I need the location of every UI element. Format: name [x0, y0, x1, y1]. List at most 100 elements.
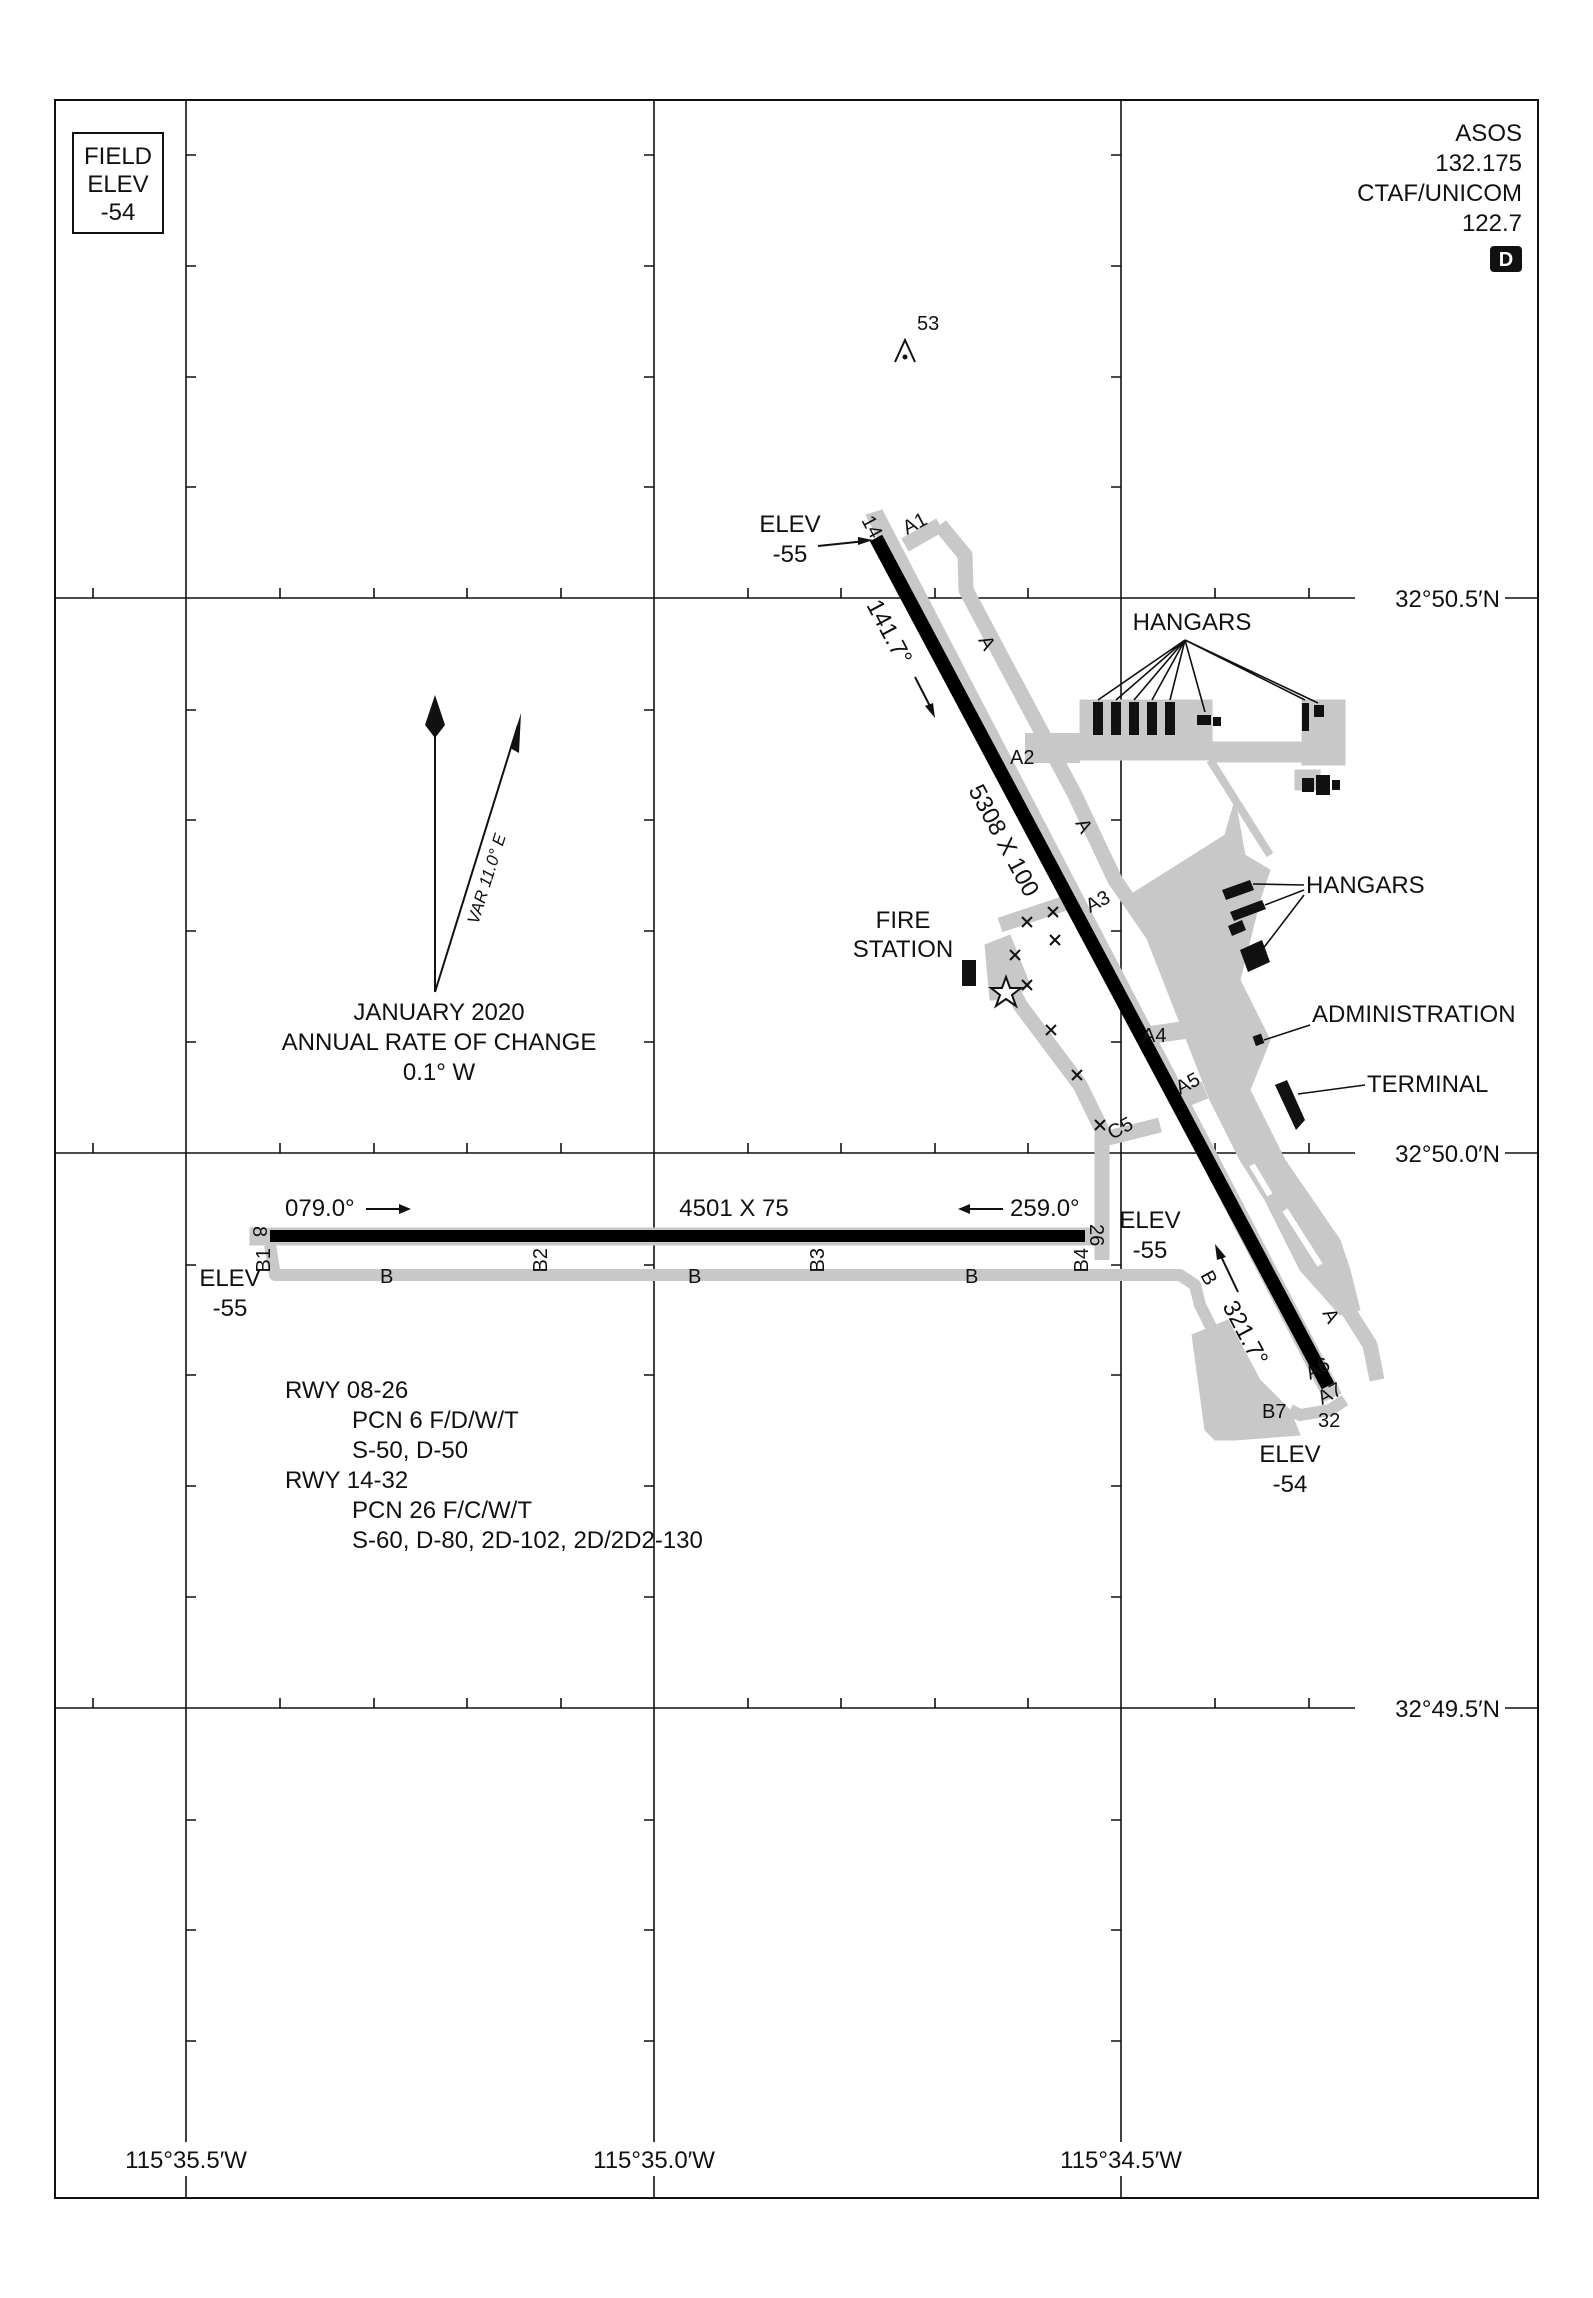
- pavement: [249, 509, 1385, 1441]
- graticule: [55, 100, 1538, 2198]
- hangars-label-mid: HANGARS: [1306, 872, 1425, 899]
- taxiway-c: [998, 971, 1110, 1150]
- hangar-building: [1316, 775, 1330, 795]
- hangar-building: [1213, 717, 1221, 726]
- main-apron: [1129, 799, 1361, 1316]
- taxiway-label-b1: B1: [253, 1248, 275, 1272]
- hangar-building: [1129, 702, 1139, 735]
- hangar-building: [1332, 780, 1340, 790]
- taxiway-a5: [1176, 1081, 1209, 1109]
- datalink-badge: [1490, 246, 1522, 272]
- hangar-building: [1111, 702, 1121, 735]
- terminal-building: [1275, 1080, 1305, 1130]
- ctaf-label: CTAF/UNICOM: [1357, 180, 1522, 207]
- taxiway-c5: [1098, 1117, 1162, 1148]
- latitude-label: 32°49.5′N: [1395, 1696, 1500, 1723]
- field-elev-box: [72, 132, 164, 234]
- asos-label: ASOS: [1455, 120, 1522, 147]
- taxiway-label-b4: B4: [1071, 1248, 1093, 1272]
- longitude-label: 115°35.5′W: [125, 2147, 247, 2174]
- administration-building: [1252, 1033, 1265, 1047]
- hangar-apron-east: [1301, 699, 1346, 766]
- elev-14-value: -55: [773, 541, 808, 568]
- runway-end-26: 26: [1085, 1224, 1107, 1246]
- taxiway-a-south: [1287, 1395, 1349, 1422]
- rwy-14-32-pcn: PCN 26 F/C/W/T: [352, 1497, 532, 1524]
- taxiway-a4: [1148, 1021, 1187, 1044]
- elev-08-label: ELEV: [199, 1265, 260, 1292]
- administration-label: ADMINISTRATION: [1312, 1001, 1516, 1028]
- hangar-building: [1222, 880, 1254, 900]
- annual-rate-label: ANNUAL RATE OF CHANGE: [282, 1029, 597, 1056]
- field-elev-label: FIELD: [84, 143, 152, 170]
- obstacle-icon: [894, 337, 916, 363]
- apron-southeast: [1191, 1319, 1301, 1441]
- hold-markings: [1009, 906, 1106, 1131]
- hangar-building: [1302, 778, 1314, 792]
- hangars-label-north: HANGARS: [1133, 609, 1252, 636]
- north-arrow: [425, 695, 521, 993]
- rwy-14-32-load: S-60, D-80, 2D-102, 2D/2D2-130: [352, 1527, 703, 1554]
- ctaf-frequency: 122.7: [1462, 210, 1522, 237]
- apron-gap: [1249, 1163, 1273, 1197]
- runway-end-08: 8: [248, 1226, 270, 1237]
- taxiway-label-b: B: [965, 1266, 978, 1288]
- field-elev-value: -54: [101, 199, 136, 226]
- taxiway-label-a: A: [1318, 1305, 1344, 1328]
- taxiway-label-b: B: [688, 1266, 701, 1288]
- magnetic-north-arrowhead-icon: [510, 713, 521, 753]
- epoch-date: JANUARY 2020: [353, 999, 524, 1026]
- rwy-14-32-note: RWY 14-32: [285, 1467, 408, 1494]
- taxiway-label-a2: A2: [1010, 747, 1034, 769]
- airport-beacon-icon: [988, 974, 1024, 1009]
- runway-26-heading: 259.0°: [1010, 1195, 1080, 1222]
- hangar-building: [1314, 705, 1324, 717]
- obstacle-height: 53: [917, 313, 939, 335]
- hangar-building: [1147, 702, 1157, 735]
- tick-marks: [92, 154, 1403, 2151]
- hangar-building: [1093, 702, 1103, 735]
- buildings: [962, 702, 1340, 1130]
- map-frame: [54, 99, 1539, 2199]
- rwy-08-26-load: S-50, D-50: [352, 1437, 468, 1464]
- apron-link: [1206, 757, 1274, 858]
- runway-end-32: 32: [1318, 1410, 1340, 1432]
- taxiway-label-b: B: [380, 1266, 393, 1288]
- administration-leader: [1263, 1024, 1311, 1041]
- elev-08-value: -55: [213, 1295, 248, 1322]
- taxiway-label-b7: B7: [1262, 1401, 1286, 1423]
- rwy-08-26-pcn: PCN 6 F/D/W/T: [352, 1407, 519, 1434]
- taxiway-a1: [901, 518, 944, 552]
- true-north-arrowhead-icon: [425, 695, 445, 738]
- elev-32-label: ELEV: [1259, 1441, 1320, 1468]
- asos-frequency: 132.175: [1435, 150, 1522, 177]
- fire-station-label: FIRE: [876, 907, 931, 934]
- rwy-08-26-note: RWY 08-26: [285, 1377, 408, 1404]
- obstacle-dot: [902, 354, 908, 360]
- longitude-labels: 115°35.5′W 115°35.0′W 115°34.5′W: [105, 2142, 1202, 2176]
- latitude-label: 32°50.0′N: [1395, 1141, 1500, 1168]
- hangars-leaders-north: [1097, 639, 1319, 713]
- apron-gap: [1282, 1208, 1323, 1267]
- fire-station-building: [962, 960, 976, 986]
- runway-08-dims: 4501 X 75: [679, 1195, 788, 1222]
- hangar-building: [1165, 702, 1175, 735]
- annual-rate-value: 0.1° W: [403, 1059, 476, 1086]
- longitude-label: 115°34.5′W: [1060, 2147, 1182, 2174]
- elev-26-value: -55: [1133, 1237, 1168, 1264]
- hangar-building: [1230, 900, 1266, 921]
- taxiway-label-b2: B2: [530, 1248, 552, 1272]
- elev-26-label: ELEV: [1119, 1207, 1180, 1234]
- runway-08-heading: 079.0°: [285, 1195, 355, 1222]
- elev-14-label: ELEV: [759, 511, 820, 538]
- latitude-label: 32°50.5′N: [1395, 586, 1500, 613]
- datalink-badge-letter: D: [1499, 249, 1513, 271]
- taxiway-b: [264, 1244, 1236, 1368]
- hangar-building: [1302, 703, 1309, 731]
- fire-station-label-2: STATION: [853, 936, 953, 963]
- hangar-building: [1197, 715, 1211, 725]
- taxiway-label-b3: B3: [807, 1248, 829, 1272]
- hangar-building: [1228, 920, 1246, 936]
- terminal-leader: [1297, 1084, 1366, 1095]
